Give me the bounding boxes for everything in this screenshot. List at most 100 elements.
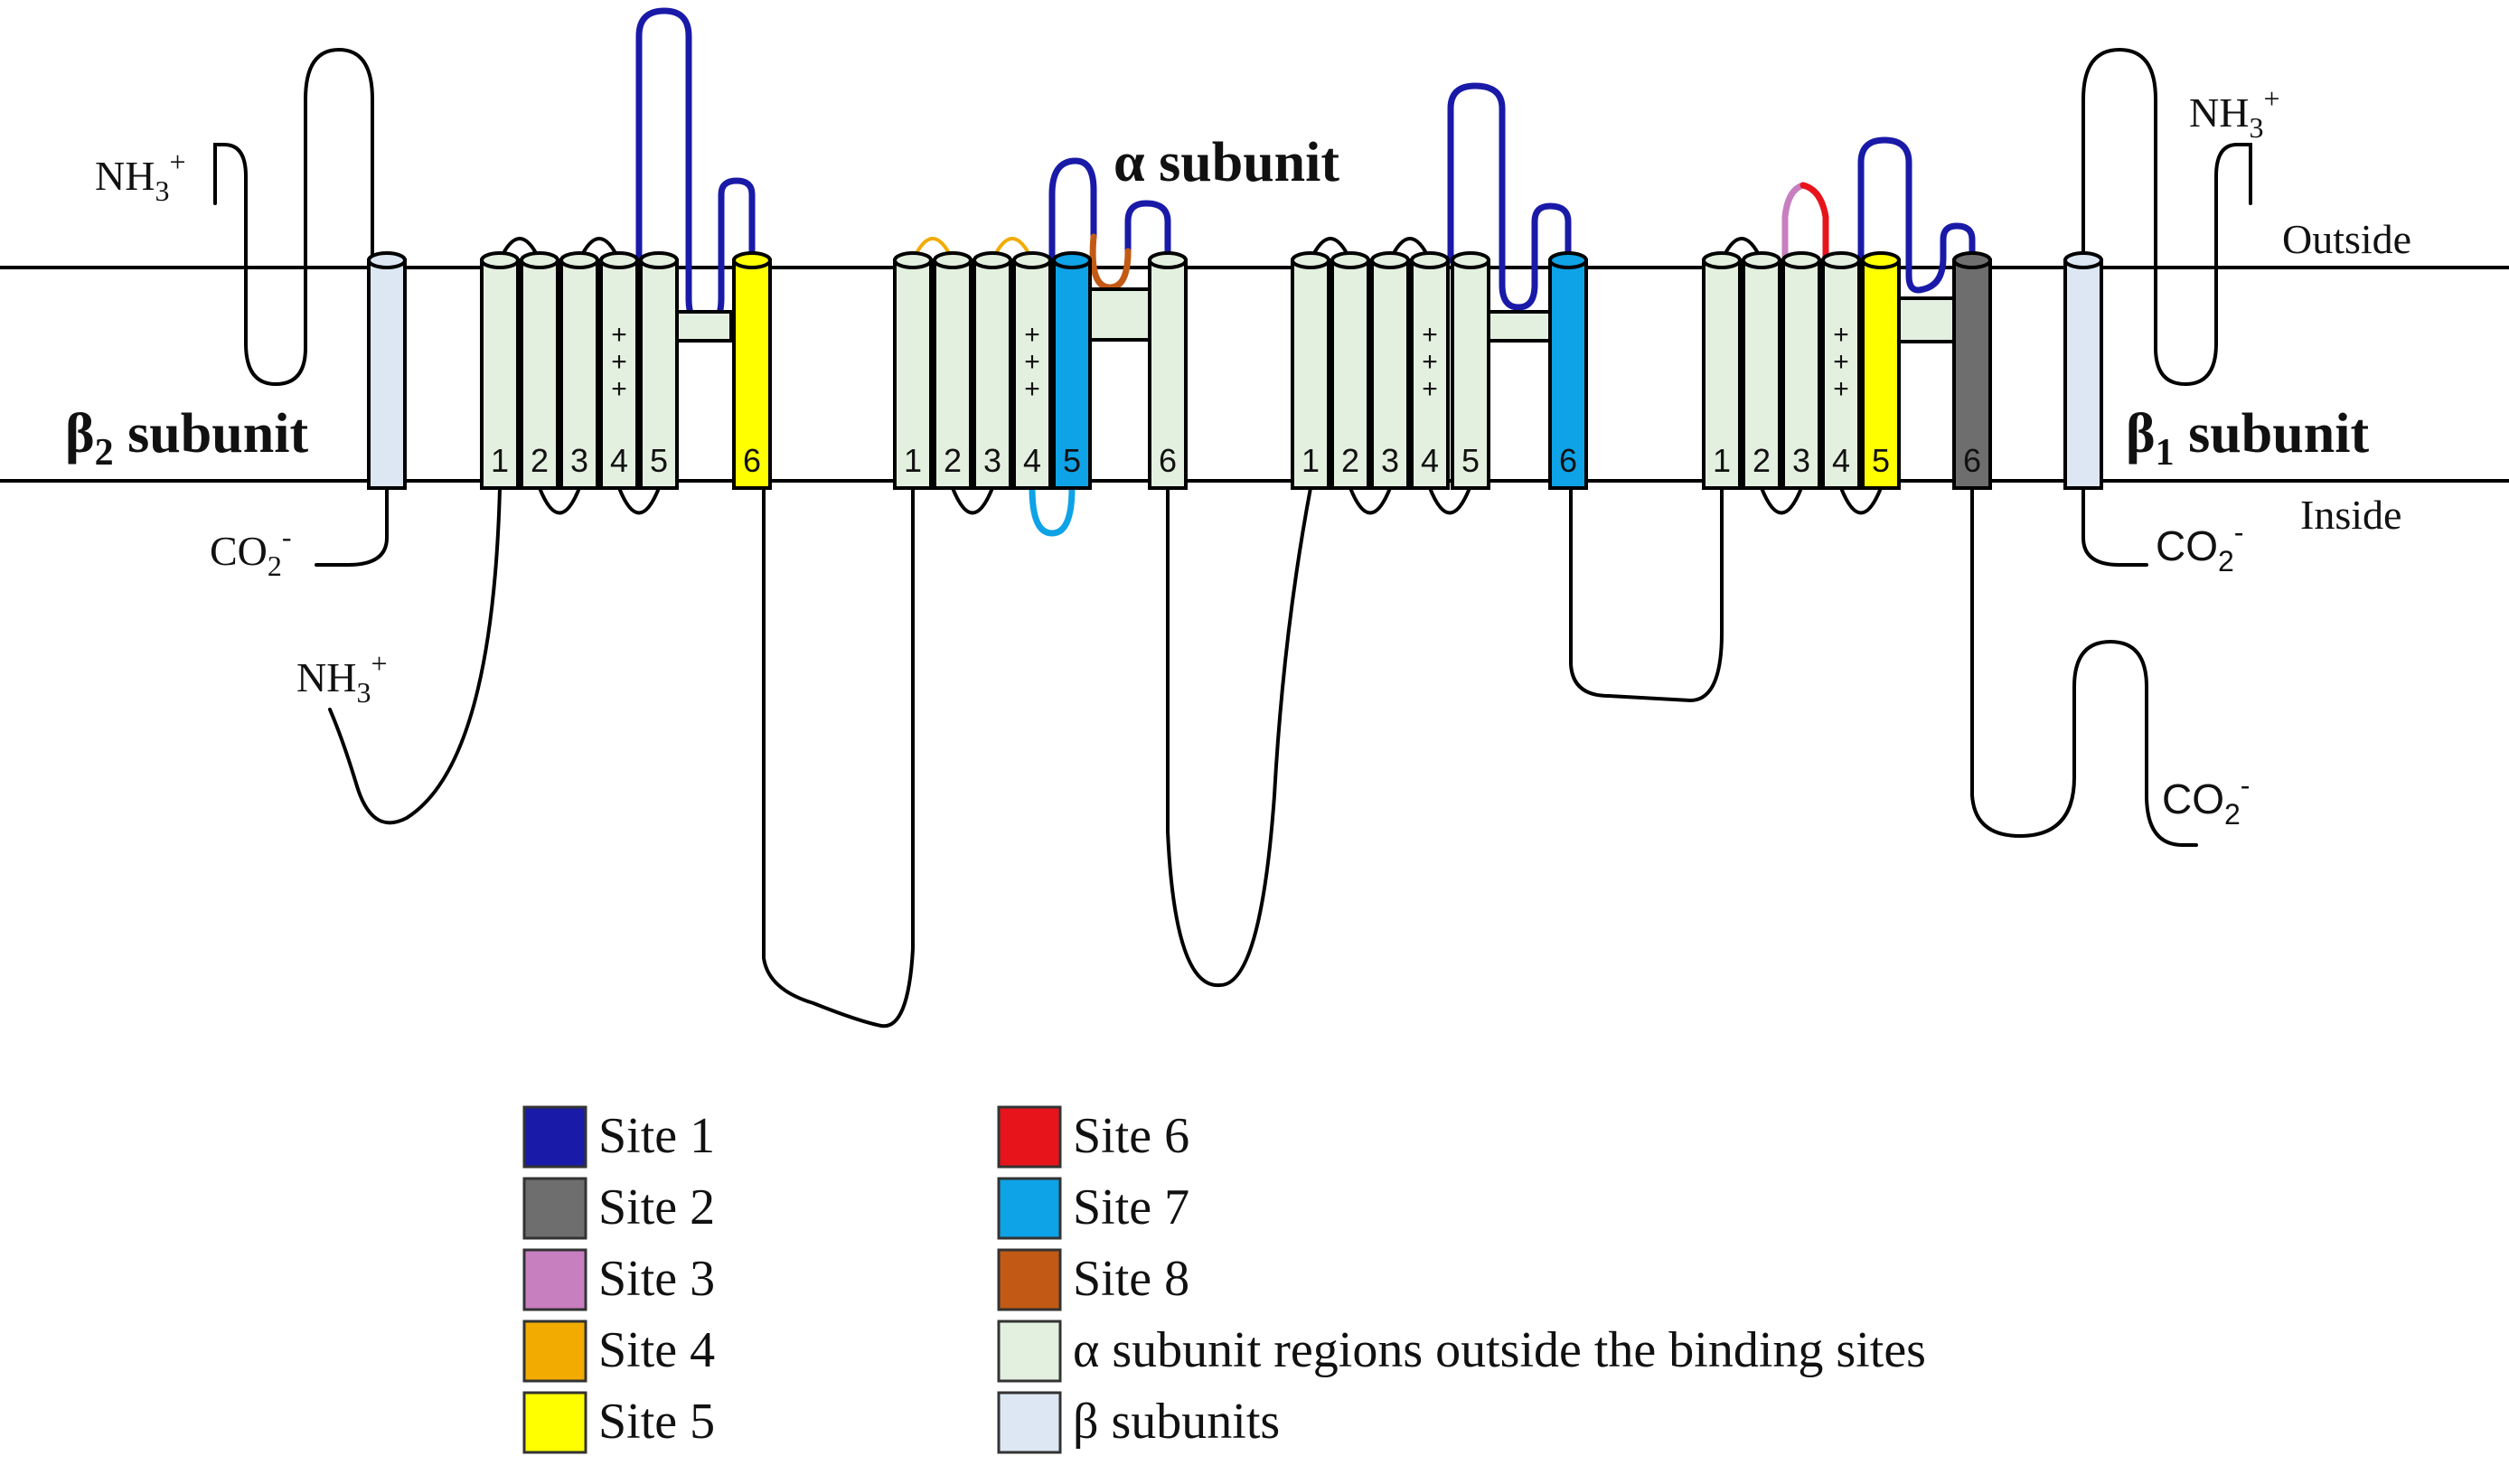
- alpha-cterminus: [1970, 486, 2198, 847]
- s4-charge-plus: +: [1833, 374, 1849, 404]
- d2-s5-number: 5: [1063, 442, 1081, 479]
- d1-s5-number: 5: [650, 442, 668, 479]
- beta2-transmembrane-helix: [367, 251, 407, 490]
- d2-s2-helix: [933, 251, 973, 490]
- beta2-subunit-label: β2 subunit: [65, 403, 308, 474]
- co2-label-beta1: CO2-: [2156, 516, 2243, 578]
- transmembrane-segments: [367, 251, 2103, 490]
- s4-charge-plus: +: [1422, 347, 1438, 377]
- legend-swatch: [522, 1105, 587, 1169]
- site1-loop-d2b: [1124, 200, 1171, 264]
- d1-s6-number: 6: [743, 442, 761, 479]
- legend-label: Site 7: [1073, 1179, 1189, 1235]
- legend-swatch: [997, 1320, 1062, 1383]
- d1-s3-number: 3: [570, 442, 588, 479]
- legend-item: α subunit regions outside the binding si…: [997, 1320, 1926, 1383]
- inside-label: Inside: [2300, 492, 2401, 538]
- d3-s5-helix: [1451, 251, 1490, 490]
- d1-s1-number: 1: [491, 442, 509, 479]
- legend-swatch: [997, 1105, 1062, 1169]
- d3-s1-helix: [1291, 251, 1330, 490]
- d4-s5-helix: [1861, 251, 1901, 490]
- d4-s6-number: 6: [1963, 442, 1981, 479]
- d2-s2-number: 2: [944, 442, 962, 479]
- beta1-intracellular-tail: [2081, 486, 2148, 567]
- legend-item: Site 6: [997, 1105, 1189, 1169]
- legend-item: Site 2: [522, 1177, 715, 1240]
- beta1-extracellular-loop: [2081, 47, 2252, 387]
- d3-d4-linker: [1569, 486, 1724, 703]
- s4-charge-plus: +: [1833, 347, 1849, 377]
- legend-swatch: [522, 1177, 587, 1240]
- site6-loop: [1800, 182, 1829, 264]
- d4-s2-number: 2: [1753, 442, 1771, 479]
- s4-charge-plus: +: [611, 374, 627, 404]
- d2-s1-number: 1: [904, 442, 922, 479]
- legend-label: α subunit regions outside the binding si…: [1073, 1322, 1926, 1378]
- d4-s1-number: 1: [1713, 442, 1731, 479]
- legend-item: β subunits: [997, 1391, 1280, 1454]
- legend-label: Site 5: [598, 1394, 715, 1450]
- site1-loop-d4: [1857, 136, 1976, 294]
- legend-item: Site 7: [997, 1177, 1189, 1240]
- d3-s1-number: 1: [1301, 442, 1320, 479]
- legend-item: Site 5: [522, 1391, 715, 1454]
- d4-s1-helix: [1702, 251, 1742, 490]
- d1-s5-helix: [639, 251, 679, 490]
- d4-s3-number: 3: [1792, 442, 1810, 479]
- d1-s4-number: 4: [610, 442, 628, 479]
- site8-loop: [1089, 233, 1132, 291]
- co2-label-beta2: CO2-: [210, 521, 292, 582]
- beta2-extracellular-loop: [213, 47, 374, 387]
- d2-d3-linker: [1166, 486, 1312, 988]
- backbone-loops: [213, 47, 2252, 1028]
- d2-s4-helix: [1012, 251, 1052, 490]
- s4-charge-plus: +: [1833, 320, 1849, 350]
- d2-s4-number: 4: [1023, 442, 1041, 479]
- site7-intracellular-loop: [1029, 484, 1076, 537]
- co2-label-alpha: CO2-: [2162, 769, 2250, 831]
- legend-item: Site 8: [997, 1248, 1189, 1311]
- legend-swatch: [522, 1248, 587, 1311]
- legend-label: Site 1: [598, 1108, 715, 1164]
- d3-s4-number: 4: [1421, 442, 1439, 479]
- legend-item: Site 3: [522, 1248, 715, 1311]
- legend-swatch: [522, 1391, 587, 1454]
- legend-label: β subunits: [1073, 1394, 1280, 1450]
- nh3-label-beta1: NH3+: [2189, 82, 2280, 144]
- d1-nterminus: [328, 486, 502, 825]
- d1-s1-helix: [480, 251, 520, 490]
- d3-s2-helix: [1330, 251, 1370, 490]
- legend-swatch: [997, 1248, 1062, 1311]
- d3-s6-number: 6: [1559, 442, 1577, 479]
- d2-s3-helix: [973, 251, 1012, 490]
- d4-s4-number: 4: [1832, 442, 1850, 479]
- d3-s6-helix: [1548, 251, 1588, 490]
- nh3-label-alpha: NH3+: [296, 647, 388, 709]
- site1-loop-d2: [1048, 157, 1097, 264]
- s4-charge-plus: +: [611, 347, 627, 377]
- d4-s4-helix: [1821, 251, 1861, 490]
- d3-s4-helix: [1410, 251, 1450, 490]
- d1-s3-helix: [559, 251, 599, 490]
- legend-swatch: [997, 1391, 1062, 1454]
- d4-s2-helix: [1742, 251, 1781, 490]
- legend-label: Site 3: [598, 1251, 715, 1307]
- legend-label: Site 2: [598, 1179, 715, 1235]
- d4-s6-helix: [1952, 251, 1992, 490]
- d2-s5-helix: [1052, 251, 1092, 490]
- legend-item: Site 1: [522, 1105, 715, 1169]
- site3-loop: [1781, 182, 1807, 264]
- d3-s3-number: 3: [1381, 442, 1399, 479]
- site1-loop-d3: [1447, 82, 1572, 311]
- d2-s3-number: 3: [983, 442, 1001, 479]
- d3-s3-helix: [1370, 251, 1410, 490]
- nh3-label-beta2: NH3+: [95, 146, 186, 207]
- outside-label: Outside: [2282, 216, 2411, 262]
- d3-s2-number: 2: [1341, 442, 1359, 479]
- legend-swatch: [997, 1177, 1062, 1240]
- d1-s6-helix: [732, 251, 772, 490]
- d1-s4-helix: [599, 251, 639, 490]
